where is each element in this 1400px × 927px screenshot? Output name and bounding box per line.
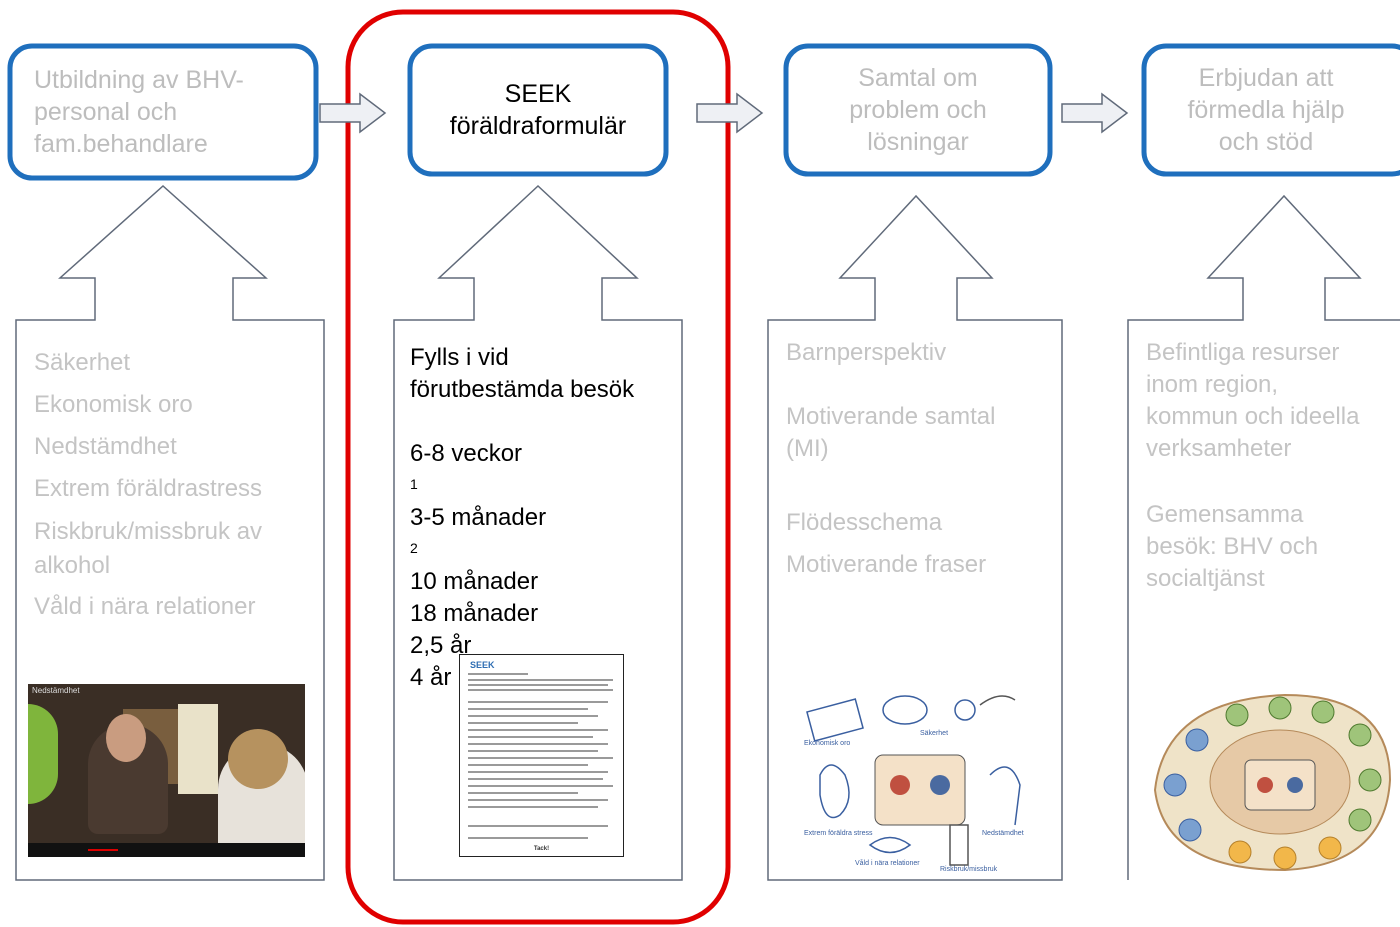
topic-item: alkohol (34, 552, 111, 579)
resource-item: besök: BHV och (1146, 533, 1319, 560)
form-line (468, 778, 603, 780)
resource-item: Gemensamma (1146, 501, 1304, 528)
form-line (468, 736, 593, 738)
support-resources: Befintliga resurser inom region, kommun … (1146, 337, 1359, 595)
method-item: Motiverande samtal (786, 403, 996, 430)
topic-item: Säkerhet (34, 349, 131, 376)
form-heading-line: Fylls i vid (410, 344, 509, 371)
video-thumbnail[interactable]: Nedstämdhet (28, 684, 305, 857)
form-end-text: Tack! (533, 846, 550, 852)
step-label-3: Samtal om problem och lösningar (788, 52, 1048, 168)
callout-4 (1127, 194, 1400, 880)
form-line (468, 729, 608, 731)
visit-item: 18 månader (410, 600, 539, 627)
step-label-2: SEEK föräldraformulär (412, 52, 664, 168)
step-1-line: Utbildning av BHV- (34, 66, 244, 94)
step-3-line: Samtal om (858, 64, 978, 92)
topic-item: Våld i nära relationer (34, 593, 256, 620)
step-label-4: Erbjudan att förmedla hjälp och stöd (1146, 52, 1386, 168)
arrow-right-3 (1061, 92, 1129, 134)
illus-label: Våld i nära relationer (855, 859, 920, 867)
form-line (468, 701, 608, 703)
topic-item: Nedstämdhet (34, 433, 177, 460)
step-box-1 (7, 43, 319, 181)
video-scene-shelf (178, 704, 218, 794)
form-line (468, 799, 608, 801)
resource-item: socialtjänst (1146, 565, 1265, 592)
video-progress[interactable] (88, 849, 118, 851)
form-heading-line: förutbestämda besök (410, 376, 635, 403)
form-line (468, 837, 588, 839)
step-box-4 (1141, 43, 1400, 177)
method-item: Barnperspektiv (786, 339, 947, 366)
form-line (468, 771, 608, 773)
risk-areas-illustration: Ekonomisk oro Säkerhet Extrem föräldra s… (804, 695, 1024, 873)
illus-label: Ekonomisk oro (804, 740, 850, 747)
conversation-topics: Barnperspektiv Motiverande samtal (MI) F… (786, 337, 995, 581)
visit-item: 4 år (410, 664, 452, 691)
form-line (468, 806, 598, 808)
form-line (468, 792, 578, 794)
step-3-line: lösningar (867, 128, 969, 156)
illus-label: Riskbruk/missbruk (940, 866, 998, 873)
step-box-3 (783, 43, 1053, 177)
training-topics: Säkerhet Ekonomisk oro Nedstämdhet Extre… (34, 342, 262, 628)
step-2-line: föräldraformulär (449, 112, 627, 140)
form-line (468, 757, 613, 759)
arrow-right-1 (319, 92, 387, 134)
step-4-line: förmedla hjälp (1187, 96, 1345, 124)
method-item: (MI) (786, 435, 829, 462)
video-title: Nedstämdhet (32, 686, 80, 695)
step-2-line: SEEK (504, 80, 572, 108)
visit-item: 10 månader (410, 568, 539, 595)
video-scene-decor (28, 704, 58, 804)
form-line (468, 679, 613, 681)
video-controls[interactable] (28, 843, 305, 857)
step-1-line: fam.behandlare (34, 130, 208, 158)
form-line (468, 764, 588, 766)
resource-item: inom region, (1146, 371, 1279, 398)
illus-label: Säkerhet (920, 730, 948, 737)
support-network-illustration (1153, 693, 1392, 872)
form-heading: Fylls i vid förutbestämda besök (410, 342, 634, 406)
form-line (468, 715, 598, 717)
form-line (468, 684, 608, 686)
resource-item: Befintliga resurser (1146, 339, 1340, 366)
form-line (468, 722, 578, 724)
video-person-face (106, 714, 146, 762)
form-line (468, 743, 608, 745)
form-line (468, 708, 588, 710)
video-person-hair (228, 729, 288, 789)
form-line (468, 689, 613, 691)
step-4-line: Erbjudan att (1198, 64, 1334, 92)
topic-item: Ekonomisk oro (34, 391, 193, 418)
arrow-right-2 (696, 92, 764, 134)
resource-item: verksamheter (1146, 435, 1292, 462)
form-thumbnail: SEEK Tack! (459, 654, 624, 857)
illus-label: Extrem föräldra stress (804, 830, 873, 837)
step-label-1: Utbildning av BHV- personal och fam.beha… (20, 52, 310, 172)
highlight-frame (345, 9, 731, 925)
step-4-line: och stöd (1218, 128, 1314, 156)
seek-logo: SEEK (470, 660, 495, 670)
callout-3 (767, 194, 1063, 881)
form-line (468, 673, 528, 675)
topic-item: Extrem föräldrastress (34, 475, 263, 502)
illus-label: Nedstämdhet (982, 830, 1024, 837)
resource-item: kommun och ideella (1146, 403, 1360, 430)
topic-item: Riskbruk/missbruk av (34, 518, 263, 545)
step-1-line: personal och (34, 98, 178, 126)
form-line (468, 825, 608, 827)
method-item: Motiverande fraser (786, 551, 987, 578)
form-line (468, 785, 613, 787)
step-box-2 (407, 43, 669, 177)
form-line (468, 750, 598, 752)
step-3-line: problem och (849, 96, 987, 124)
method-item: Flödesschema (786, 509, 943, 536)
